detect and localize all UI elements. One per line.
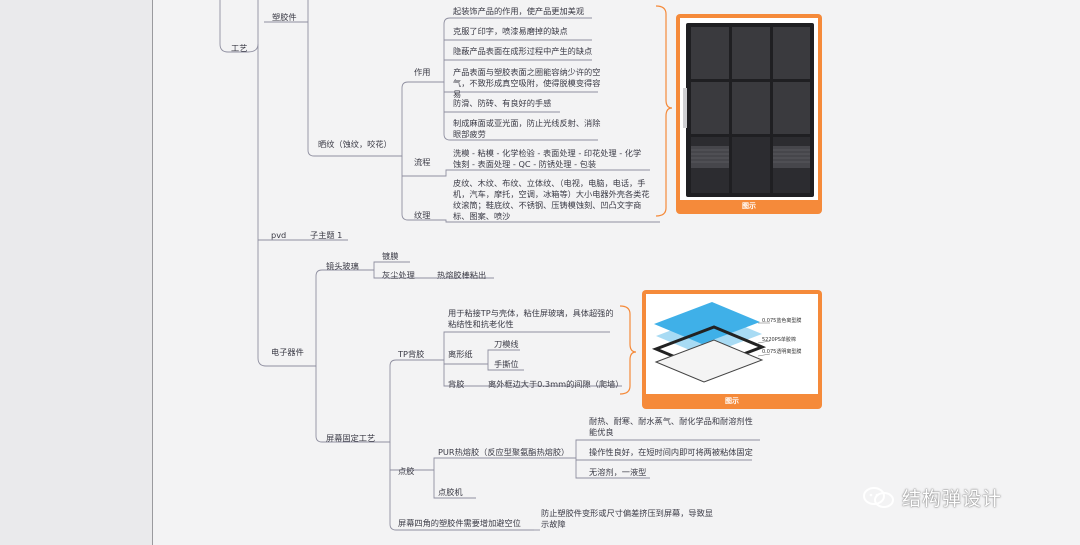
caption-bottom: 图示 (725, 397, 739, 405)
pur-item-1[interactable]: 耐热、耐寒、耐水蒸气、耐化学品和耐溶剂性能优良 (589, 416, 753, 437)
function-item-4[interactable]: 产品表面与塑胶表面之圈能容纳少许的空气，不致形成真空吸附，使得脱模变得容易 (453, 67, 601, 99)
function-item-3[interactable]: 隐蔽产品表面在成形过程中产生的缺点 (453, 46, 593, 56)
wechat-icon (863, 487, 894, 508)
node-lens-glass[interactable]: 镜头玻璃 (326, 261, 359, 271)
function-item-5[interactable]: 防滑、防砖、有良好的手感 (453, 98, 552, 108)
adhesive-image-frame: 0.075蓝色离型膜 5220PS单胶棉 0.075透明离型膜 (646, 294, 818, 394)
node-release-paper[interactable]: 离形纸 (448, 349, 473, 359)
node-electronics[interactable]: 电子器件 (271, 347, 304, 357)
left-panel (0, 0, 153, 545)
node-pvd[interactable]: pvd (271, 230, 287, 240)
function-item-1[interactable]: 起装饰产品的作用，使产品更加美观 (453, 6, 585, 16)
watermark: 结构弹设计 (862, 486, 1003, 510)
image-card-adhesive[interactable]: 0.075蓝色离型膜 5220PS单胶棉 0.075透明离型膜 图示 (642, 290, 822, 409)
node-craft[interactable]: 工艺 (231, 43, 248, 53)
node-blade-line[interactable]: 刀模线 (494, 339, 519, 349)
node-dust[interactable]: 灰尘处理 (382, 270, 415, 280)
node-dispenser[interactable]: 点胶机 (438, 487, 463, 497)
node-dust-detail[interactable]: 热熔胶棒粘出 (437, 270, 487, 280)
texture-sample-image (680, 18, 818, 200)
watermark-text: 结构弹设计 (902, 487, 1003, 510)
node-pur[interactable]: PUR热熔胶（反应型聚氨酯热熔胶） (438, 447, 570, 457)
node-pattern[interactable]: 纹理 (414, 210, 431, 220)
pur-item-2[interactable]: 操作性良好，在短时间内即可将两被粘体固定 (589, 447, 753, 457)
function-item-2[interactable]: 克服了印字，喷漆易磨掉的缺点 (453, 26, 568, 36)
node-screen-fix[interactable]: 屏幕固定工艺 (326, 433, 376, 443)
texture-image-frame (680, 18, 818, 200)
node-flow[interactable]: 流程 (414, 157, 431, 167)
node-dispense[interactable]: 点胶 (398, 466, 415, 476)
pattern-text[interactable]: 皮纹、木纹、布纹、立体纹、（电视，电脑，电话，手机，汽车，摩托，空调，冰箱等）大… (453, 178, 650, 221)
caption-top: 图示 (742, 202, 756, 210)
node-corner[interactable]: 屏幕四角的塑胶件需要增加避空位 (398, 518, 521, 528)
node-function[interactable]: 作用 (414, 67, 431, 77)
flow-text[interactable]: 洗模 - 粘模 - 化学检验 - 表面处理 - 印花处理 - 化学蚀刻 - 表面… (453, 148, 642, 169)
node-texture[interactable]: 晒纹（蚀纹，咬花） (318, 139, 392, 149)
layer-label-3: 0.075透明离型膜 (762, 349, 802, 355)
function-item-6[interactable]: 制成麻面或亚光面，防止光线反射、消除眼部疲劳 (453, 118, 601, 139)
image-card-texture[interactable]: 图示 (676, 14, 822, 214)
node-back-glue[interactable]: 背胶 (448, 379, 465, 389)
node-tear-tab[interactable]: 手撕位 (494, 359, 519, 369)
node-coating[interactable]: 镀膜 (382, 251, 399, 261)
layer-label-2: 5220PS单胶棉 (762, 337, 796, 343)
node-subtopic[interactable]: 子主题 1 (310, 230, 343, 240)
layer-label-1: 0.075蓝色离型膜 (762, 318, 802, 324)
corner-detail[interactable]: 防止塑胶件变形或尺寸偏差挤压到屏幕，导致显示故障 (541, 508, 713, 529)
pur-item-3[interactable]: 无溶剂，一液型 (589, 467, 647, 477)
node-plastic-part[interactable]: 塑胶件 (272, 12, 297, 22)
adhesive-layers-image (646, 294, 818, 394)
tp-description[interactable]: 用于粘接TP与壳体，粘住屏玻璃，具体超强的粘结性和抗老化性 (448, 308, 614, 329)
node-back-glue-detail[interactable]: 离外框边大于0.3mm的间隙（爬墙） (488, 379, 624, 389)
node-tp-back[interactable]: TP背胶 (398, 349, 425, 359)
